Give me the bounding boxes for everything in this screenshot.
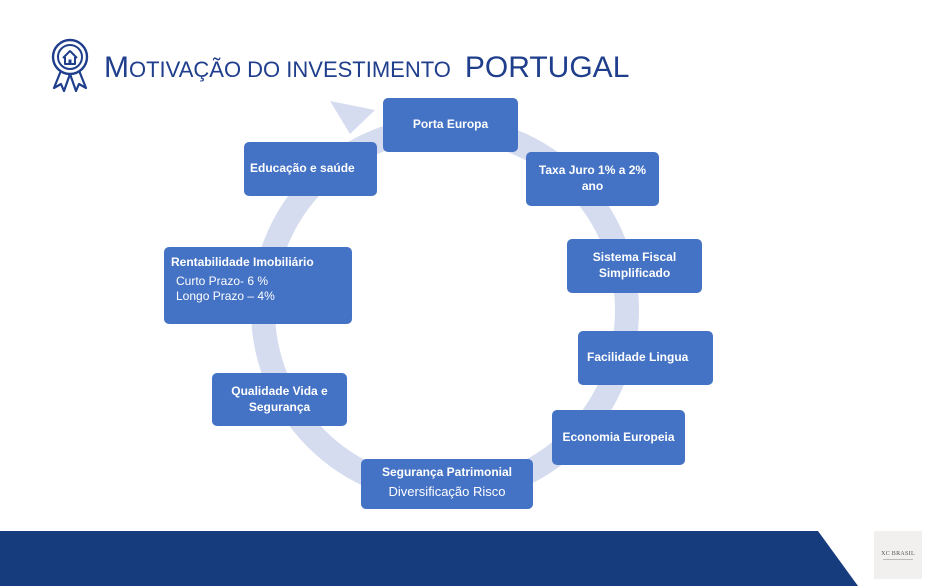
- award-ribbon-house-icon: [51, 38, 89, 92]
- educacao-saude-box: Educação e saúde: [244, 142, 377, 196]
- seguranca-patrimonial-detail: Diversificação Risco: [388, 483, 506, 499]
- rentabilidade-title: Rentabilidade Imobiliário: [171, 255, 314, 269]
- porta-europa-box: Porta Europa: [383, 98, 518, 152]
- logo-divider: [883, 558, 913, 560]
- economia-europeia-box: Economia Europeia: [552, 410, 685, 465]
- rentabilidade-item: Curto Prazo- 6 %: [176, 273, 269, 288]
- company-logo: XC BRASIL: [874, 531, 922, 579]
- seguranca-patrimonial-title: Segurança Patrimonial: [381, 465, 513, 479]
- footer-bar: [0, 531, 858, 586]
- rentabilidade-box: Rentabilidade Imobiliário Curto Prazo- 6…: [164, 247, 352, 324]
- rentabilidade-item: Longo Prazo – 4%: [176, 289, 275, 304]
- taxa-juro-box: Taxa Juro 1% a 2% ano: [526, 152, 659, 206]
- facilidade-lingua-box: Facilidade Lingua: [578, 331, 713, 385]
- seguranca-patrimonial-box: Segurança Patrimonial Diversificação Ris…: [361, 459, 533, 509]
- qualidade-vida-box: Qualidade Vida e Segurança: [212, 373, 347, 426]
- logo-name: XC BRASIL: [881, 550, 915, 557]
- cycle-arrowhead: [330, 101, 375, 134]
- sistema-fiscal-box: Sistema Fiscal Simplificado: [567, 239, 702, 293]
